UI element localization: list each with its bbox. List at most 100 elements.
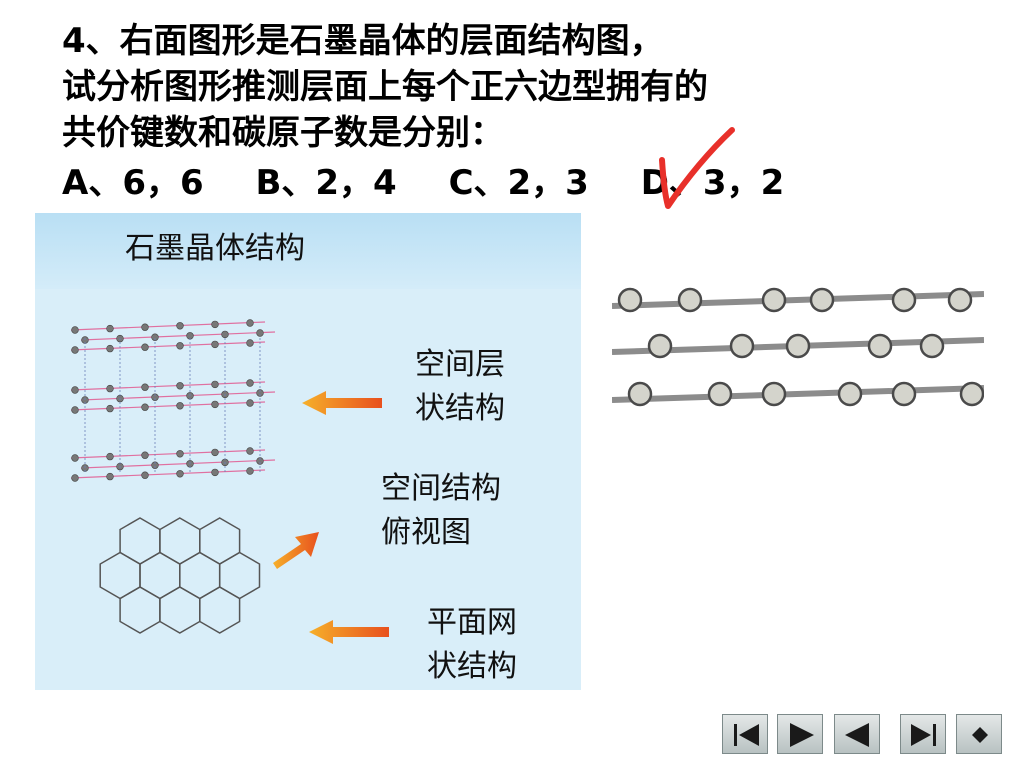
option-a: A、6，6 bbox=[62, 163, 204, 203]
carbon-atom bbox=[141, 403, 149, 411]
carbon-atom bbox=[837, 381, 863, 407]
carbon-atom bbox=[106, 404, 114, 413]
carbon-atom bbox=[71, 386, 79, 394]
carbon-atom bbox=[256, 389, 264, 397]
label-planar-line-2: 状结构 bbox=[427, 649, 517, 684]
graphite-structure-panel: 石墨晶体结构 空间层 状结构 空间结构 俯视图 平面网 状结构 bbox=[35, 213, 581, 690]
hexagon-cell bbox=[119, 586, 161, 634]
carbon-atom bbox=[106, 452, 114, 461]
carbon-atom bbox=[919, 333, 945, 359]
carbon-atom bbox=[71, 406, 79, 414]
carbon-atom bbox=[959, 381, 984, 407]
question-line-2: 试分析图形推测层面上每个正六边型拥有的 bbox=[62, 67, 708, 107]
carbon-layer-bond bbox=[612, 291, 984, 309]
carbon-atom bbox=[141, 471, 149, 479]
carbon-atom bbox=[246, 447, 254, 455]
carbon-atom bbox=[211, 400, 219, 409]
question-line-3: 共价键数和碳原子数是分别： bbox=[62, 113, 504, 153]
carbon-atom bbox=[246, 339, 254, 347]
carbon-atom bbox=[141, 383, 149, 391]
bond-line bbox=[80, 459, 276, 469]
carbon-atom bbox=[106, 344, 114, 353]
carbon-atom bbox=[211, 320, 219, 329]
carbon-atom bbox=[176, 322, 184, 330]
question-text: 4、右面图形是石墨晶体的层面结构图， 试分析图形推测层面上每个正六边型拥有的 共… bbox=[62, 18, 862, 156]
carbon-atom bbox=[256, 329, 264, 337]
graphite-layers-photo bbox=[612, 258, 984, 418]
question-line-1: 4、右面图形是石墨晶体的层面结构图， bbox=[62, 21, 664, 61]
carbon-atom bbox=[677, 287, 703, 313]
carbon-atom bbox=[71, 474, 79, 482]
carbon-atom bbox=[809, 287, 835, 313]
bond-line bbox=[70, 449, 266, 459]
arrow-topview bbox=[273, 532, 319, 569]
carbon-atom bbox=[867, 333, 893, 359]
carbon-atom bbox=[221, 330, 229, 339]
bond-line bbox=[70, 469, 266, 479]
answer-options: A、6，6 B、2，4 C、2，3 D、3，2 bbox=[62, 160, 862, 206]
carbon-atom bbox=[141, 343, 149, 351]
panel-header bbox=[35, 213, 581, 289]
end-show-button[interactable] bbox=[956, 714, 1002, 754]
carbon-atom bbox=[761, 381, 787, 407]
carbon-atom bbox=[246, 467, 254, 475]
carbon-atom bbox=[151, 393, 159, 401]
bond-line bbox=[70, 381, 266, 391]
carbon-layer-bond bbox=[612, 385, 984, 403]
carbon-atom bbox=[246, 399, 254, 407]
layered-structure-diagram bbox=[70, 319, 276, 482]
option-c: C、2，3 bbox=[448, 163, 589, 203]
carbon-atom bbox=[176, 470, 184, 478]
top-view-hexagon-diagram bbox=[99, 517, 261, 634]
hexagon-cell bbox=[199, 586, 241, 634]
label-topview-line-1: 空间结构 bbox=[381, 471, 501, 506]
carbon-atom bbox=[627, 381, 653, 407]
last-slide-button[interactable] bbox=[900, 714, 946, 754]
carbon-atom bbox=[246, 319, 254, 327]
previous-icon bbox=[845, 723, 869, 747]
carbon-atom bbox=[141, 451, 149, 459]
carbon-atom bbox=[151, 333, 159, 341]
carbon-atom bbox=[761, 287, 787, 313]
carbon-atom bbox=[176, 402, 184, 410]
carbon-atom bbox=[211, 340, 219, 349]
carbon-atom bbox=[647, 333, 673, 359]
carbon-atom bbox=[106, 472, 114, 481]
carbon-atom bbox=[176, 342, 184, 350]
carbon-atom bbox=[891, 287, 917, 313]
next-slide-button[interactable] bbox=[777, 714, 823, 754]
label-layered-line-2: 状结构 bbox=[415, 391, 505, 426]
hexagon-cell bbox=[99, 551, 141, 600]
carbon-atom bbox=[141, 323, 149, 331]
carbon-atom bbox=[106, 324, 114, 333]
first-slide-button[interactable] bbox=[722, 714, 768, 754]
bond-line bbox=[70, 401, 266, 411]
carbon-atom bbox=[729, 333, 755, 359]
carbon-atom bbox=[256, 457, 264, 465]
previous-slide-button[interactable] bbox=[834, 714, 880, 754]
option-b: B、2，4 bbox=[255, 163, 397, 203]
carbon-atom bbox=[617, 287, 643, 313]
label-top-view: 空间结构 俯视图 bbox=[381, 467, 501, 555]
carbon-atom bbox=[947, 287, 973, 313]
first-icon bbox=[734, 724, 759, 746]
carbon-atom bbox=[785, 333, 811, 359]
arrow-layered bbox=[302, 391, 382, 415]
bond-line bbox=[70, 341, 266, 351]
carbon-atom bbox=[211, 380, 219, 389]
hexagon-cell bbox=[159, 586, 201, 634]
carbon-atom bbox=[891, 381, 917, 407]
next-icon bbox=[790, 723, 814, 747]
label-planar-line-1: 平面网 bbox=[427, 605, 517, 640]
bond-line bbox=[70, 321, 266, 331]
label-topview-line-2: 俯视图 bbox=[381, 515, 471, 550]
carbon-atom bbox=[71, 454, 79, 462]
hexagon-cell bbox=[119, 517, 161, 565]
label-planar-network: 平面网 状结构 bbox=[427, 601, 517, 689]
carbon-atom bbox=[71, 326, 79, 334]
hexagon-cell bbox=[179, 551, 221, 600]
bond-line bbox=[80, 391, 276, 401]
carbon-atom bbox=[106, 384, 114, 393]
carbon-atom bbox=[151, 461, 159, 469]
carbon-atom bbox=[176, 382, 184, 390]
